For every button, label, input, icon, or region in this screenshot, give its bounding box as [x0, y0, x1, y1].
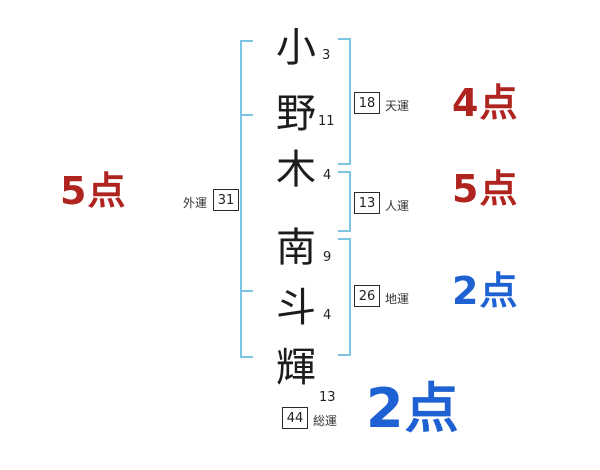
stroke-count-2: 11: [318, 114, 335, 129]
heaven-luck-label: 天運: [385, 99, 410, 113]
heaven-luck-bracket: [338, 38, 351, 165]
stroke-count-1: 3: [322, 48, 331, 63]
name-char-5: 斗: [276, 285, 316, 331]
total-luck-score: 2点: [366, 377, 460, 440]
stroke-count-4: 9: [323, 250, 332, 265]
total-luck-value-box: 44: [282, 407, 308, 429]
earth-luck-score: 2点: [452, 269, 519, 313]
stroke-count-5: 4: [323, 308, 332, 323]
stroke-count-6: 13: [319, 390, 336, 405]
outer-luck-bracket-tick: [240, 290, 253, 292]
name-char-4: 南: [276, 225, 316, 271]
stroke-count-3: 4: [323, 168, 332, 183]
total-luck-label: 総運: [313, 414, 338, 428]
earth-luck-bracket: [338, 238, 351, 356]
outer-luck-label: 外運: [183, 196, 208, 210]
person-luck-score: 5点: [452, 167, 519, 211]
heaven-luck-score: 4点: [452, 81, 519, 125]
heaven-luck-value-box: 18: [354, 92, 380, 114]
outer-luck-bracket-tick: [240, 114, 253, 116]
name-char-6: 輝: [276, 345, 316, 391]
name-char-3: 木: [276, 147, 316, 193]
earth-luck-label: 地運: [385, 292, 410, 306]
name-char-2: 野: [276, 91, 316, 137]
person-luck-label: 人運: [385, 199, 410, 213]
person-luck-value-box: 13: [354, 192, 380, 214]
outer-luck-value-box: 31: [213, 189, 239, 211]
earth-luck-value-box: 26: [354, 285, 380, 307]
outer-luck-score: 5点: [60, 169, 127, 213]
outer-luck-bracket: [240, 40, 253, 358]
name-char-1: 小: [276, 25, 316, 71]
person-luck-bracket: [338, 171, 351, 232]
